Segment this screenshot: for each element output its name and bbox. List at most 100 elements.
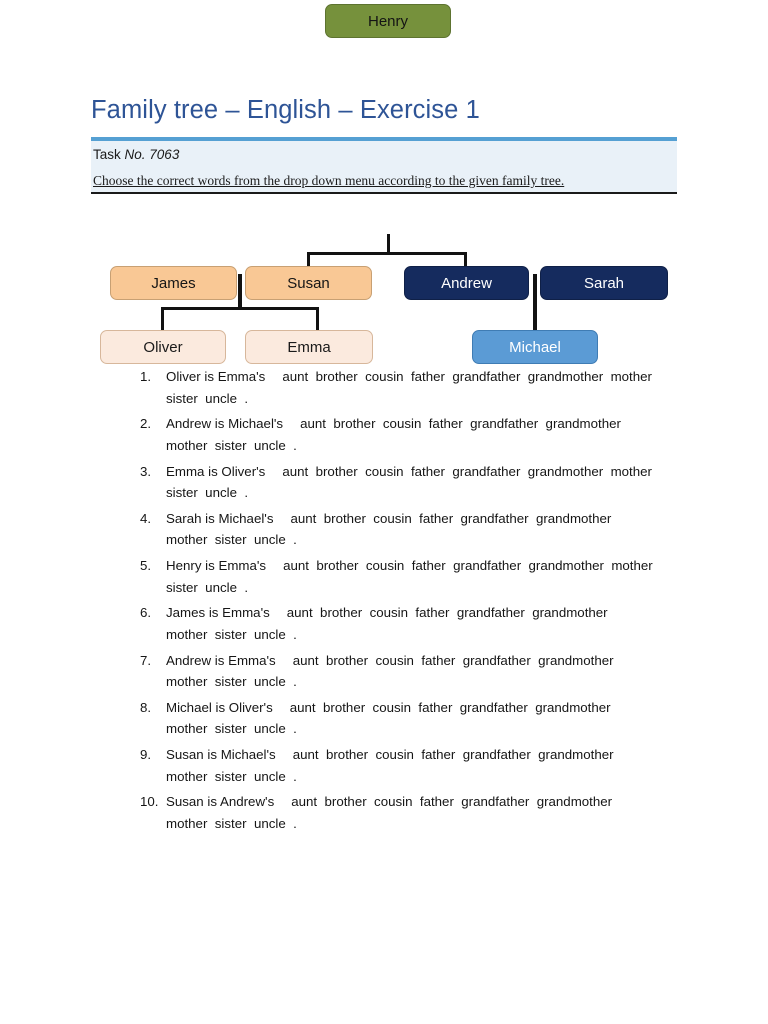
- answer-option-cousin[interactable]: cousin: [375, 747, 414, 762]
- answer-option-brother[interactable]: brother: [324, 794, 367, 810]
- answer-options[interactable]: aunt brother cousin father grandfather g…: [166, 416, 625, 453]
- answer-option-father[interactable]: father: [410, 463, 445, 479]
- answer-option-cousin[interactable]: cousin: [375, 652, 414, 668]
- answer-option-uncle[interactable]: uncle: [253, 674, 286, 690]
- answer-option-sister[interactable]: sister: [166, 390, 198, 406]
- answer-option-mother[interactable]: mother: [166, 674, 208, 690]
- answer-option-brother[interactable]: brother: [315, 463, 358, 479]
- answer-option-father[interactable]: father: [428, 416, 463, 432]
- answer-option-mother[interactable]: mother: [611, 558, 653, 573]
- answer-options[interactable]: aunt brother cousin father grandfather g…: [166, 464, 656, 501]
- answer-option-cousin[interactable]: cousin: [365, 369, 404, 384]
- answer-option-uncle[interactable]: uncle: [253, 532, 286, 548]
- answer-option-father[interactable]: father: [418, 699, 453, 715]
- answer-option-brother[interactable]: brother: [323, 699, 366, 715]
- answer-option-sister[interactable]: sister: [214, 768, 247, 784]
- answer-option-aunt[interactable]: aunt: [286, 605, 313, 621]
- answer-option-brother[interactable]: brother: [325, 652, 369, 668]
- answer-option-uncle[interactable]: uncle: [253, 626, 286, 642]
- answer-option-cousin[interactable]: cousin: [374, 794, 413, 810]
- answer-option-brother[interactable]: brother: [323, 510, 366, 526]
- answer-option-aunt[interactable]: aunt: [282, 463, 309, 479]
- answer-option-grandfather[interactable]: grandfather: [459, 699, 528, 715]
- answer-option-grandfather[interactable]: grandfather: [452, 369, 521, 384]
- answer-option-aunt[interactable]: aunt: [289, 699, 316, 715]
- answer-options[interactable]: aunt brother cousin father grandfather g…: [166, 747, 617, 784]
- answer-options[interactable]: aunt brother cousin father grandfather g…: [166, 558, 656, 595]
- answer-option-father[interactable]: father: [415, 605, 450, 621]
- answer-option-grandfather[interactable]: grandfather: [462, 747, 531, 762]
- answer-option-brother[interactable]: brother: [320, 605, 363, 621]
- answer-options[interactable]: aunt brother cousin father grandfather g…: [166, 700, 614, 737]
- answer-option-cousin[interactable]: cousin: [365, 558, 405, 573]
- answer-option-grandfather[interactable]: grandfather: [470, 416, 539, 432]
- answer-option-grandmother[interactable]: grandmother: [538, 652, 614, 668]
- tree-node-james[interactable]: James: [110, 266, 237, 300]
- answer-option-uncle[interactable]: uncle: [253, 815, 286, 831]
- answer-option-uncle[interactable]: uncle: [205, 485, 237, 501]
- answer-option-grandfather[interactable]: grandfather: [453, 558, 522, 573]
- answer-option-mother[interactable]: mother: [166, 532, 208, 548]
- answer-option-grandmother[interactable]: grandmother: [545, 416, 621, 432]
- answer-option-grandmother[interactable]: grandmother: [535, 699, 611, 715]
- tree-node-henry[interactable]: Henry: [325, 4, 451, 38]
- answer-option-father[interactable]: father: [411, 558, 446, 573]
- answer-option-cousin[interactable]: cousin: [365, 463, 404, 479]
- answer-option-cousin[interactable]: cousin: [369, 605, 409, 621]
- answer-option-father[interactable]: father: [421, 747, 456, 762]
- answer-option-brother[interactable]: brother: [325, 747, 369, 762]
- answer-option-aunt[interactable]: aunt: [291, 794, 318, 810]
- answer-option-cousin[interactable]: cousin: [372, 699, 411, 715]
- answer-option-mother[interactable]: mother: [610, 463, 652, 479]
- answer-option-sister[interactable]: sister: [214, 532, 247, 548]
- answer-option-grandmother[interactable]: grandmother: [538, 747, 614, 762]
- answer-option-father[interactable]: father: [419, 794, 454, 810]
- answer-option-grandfather[interactable]: grandfather: [456, 605, 525, 621]
- answer-options[interactable]: aunt brother cousin father grandfather g…: [166, 369, 656, 406]
- answer-option-father[interactable]: father: [419, 510, 454, 526]
- answer-option-grandfather[interactable]: grandfather: [462, 652, 531, 668]
- answer-option-mother[interactable]: mother: [166, 626, 208, 642]
- answer-option-grandmother[interactable]: grandmother: [528, 558, 604, 573]
- answer-option-cousin[interactable]: cousin: [373, 510, 412, 526]
- answer-options[interactable]: aunt brother cousin father grandfather g…: [166, 794, 616, 831]
- answer-option-aunt[interactable]: aunt: [292, 652, 319, 668]
- answer-option-sister[interactable]: sister: [166, 485, 198, 501]
- tree-node-andrew[interactable]: Andrew: [404, 266, 529, 300]
- answer-option-mother[interactable]: mother: [166, 437, 208, 453]
- tree-node-emma[interactable]: Emma: [245, 330, 373, 364]
- answer-option-grandfather[interactable]: grandfather: [461, 794, 530, 810]
- tree-node-susan[interactable]: Susan: [245, 266, 372, 300]
- answer-option-grandfather[interactable]: grandfather: [460, 510, 529, 526]
- answer-option-uncle[interactable]: uncle: [253, 721, 286, 737]
- answer-option-mother[interactable]: mother: [166, 768, 208, 784]
- answer-option-uncle[interactable]: uncle: [253, 437, 286, 453]
- answer-options[interactable]: aunt brother cousin father grandfather g…: [166, 511, 615, 548]
- answer-option-brother[interactable]: brother: [316, 558, 359, 573]
- answer-option-sister[interactable]: sister: [214, 674, 247, 690]
- answer-option-father[interactable]: father: [421, 652, 456, 668]
- answer-option-brother[interactable]: brother: [333, 416, 376, 432]
- answer-option-mother[interactable]: mother: [610, 369, 652, 384]
- answer-options[interactable]: aunt brother cousin father grandfather g…: [166, 605, 611, 642]
- answer-option-grandmother[interactable]: grandmother: [527, 463, 604, 479]
- answer-option-uncle[interactable]: uncle: [205, 579, 237, 595]
- answer-option-sister[interactable]: sister: [214, 815, 247, 831]
- tree-node-sarah[interactable]: Sarah: [540, 266, 668, 300]
- answer-option-grandmother[interactable]: grandmother: [532, 605, 608, 621]
- answer-option-sister[interactable]: sister: [166, 579, 198, 595]
- answer-option-sister[interactable]: sister: [214, 437, 247, 453]
- answer-option-grandmother[interactable]: grandmother: [527, 369, 604, 384]
- answer-option-mother[interactable]: mother: [166, 815, 208, 831]
- answer-option-brother[interactable]: brother: [315, 369, 358, 384]
- tree-node-oliver[interactable]: Oliver: [100, 330, 226, 364]
- answer-option-cousin[interactable]: cousin: [382, 416, 422, 432]
- answer-option-grandmother[interactable]: grandmother: [536, 794, 613, 810]
- answer-option-aunt[interactable]: aunt: [283, 558, 309, 573]
- tree-node-michael[interactable]: Michael: [472, 330, 598, 364]
- answer-option-aunt[interactable]: aunt: [300, 416, 326, 432]
- answer-option-sister[interactable]: sister: [214, 721, 247, 737]
- answer-option-aunt[interactable]: aunt: [282, 369, 309, 384]
- answer-option-aunt[interactable]: aunt: [290, 510, 317, 526]
- answer-option-uncle[interactable]: uncle: [205, 390, 237, 406]
